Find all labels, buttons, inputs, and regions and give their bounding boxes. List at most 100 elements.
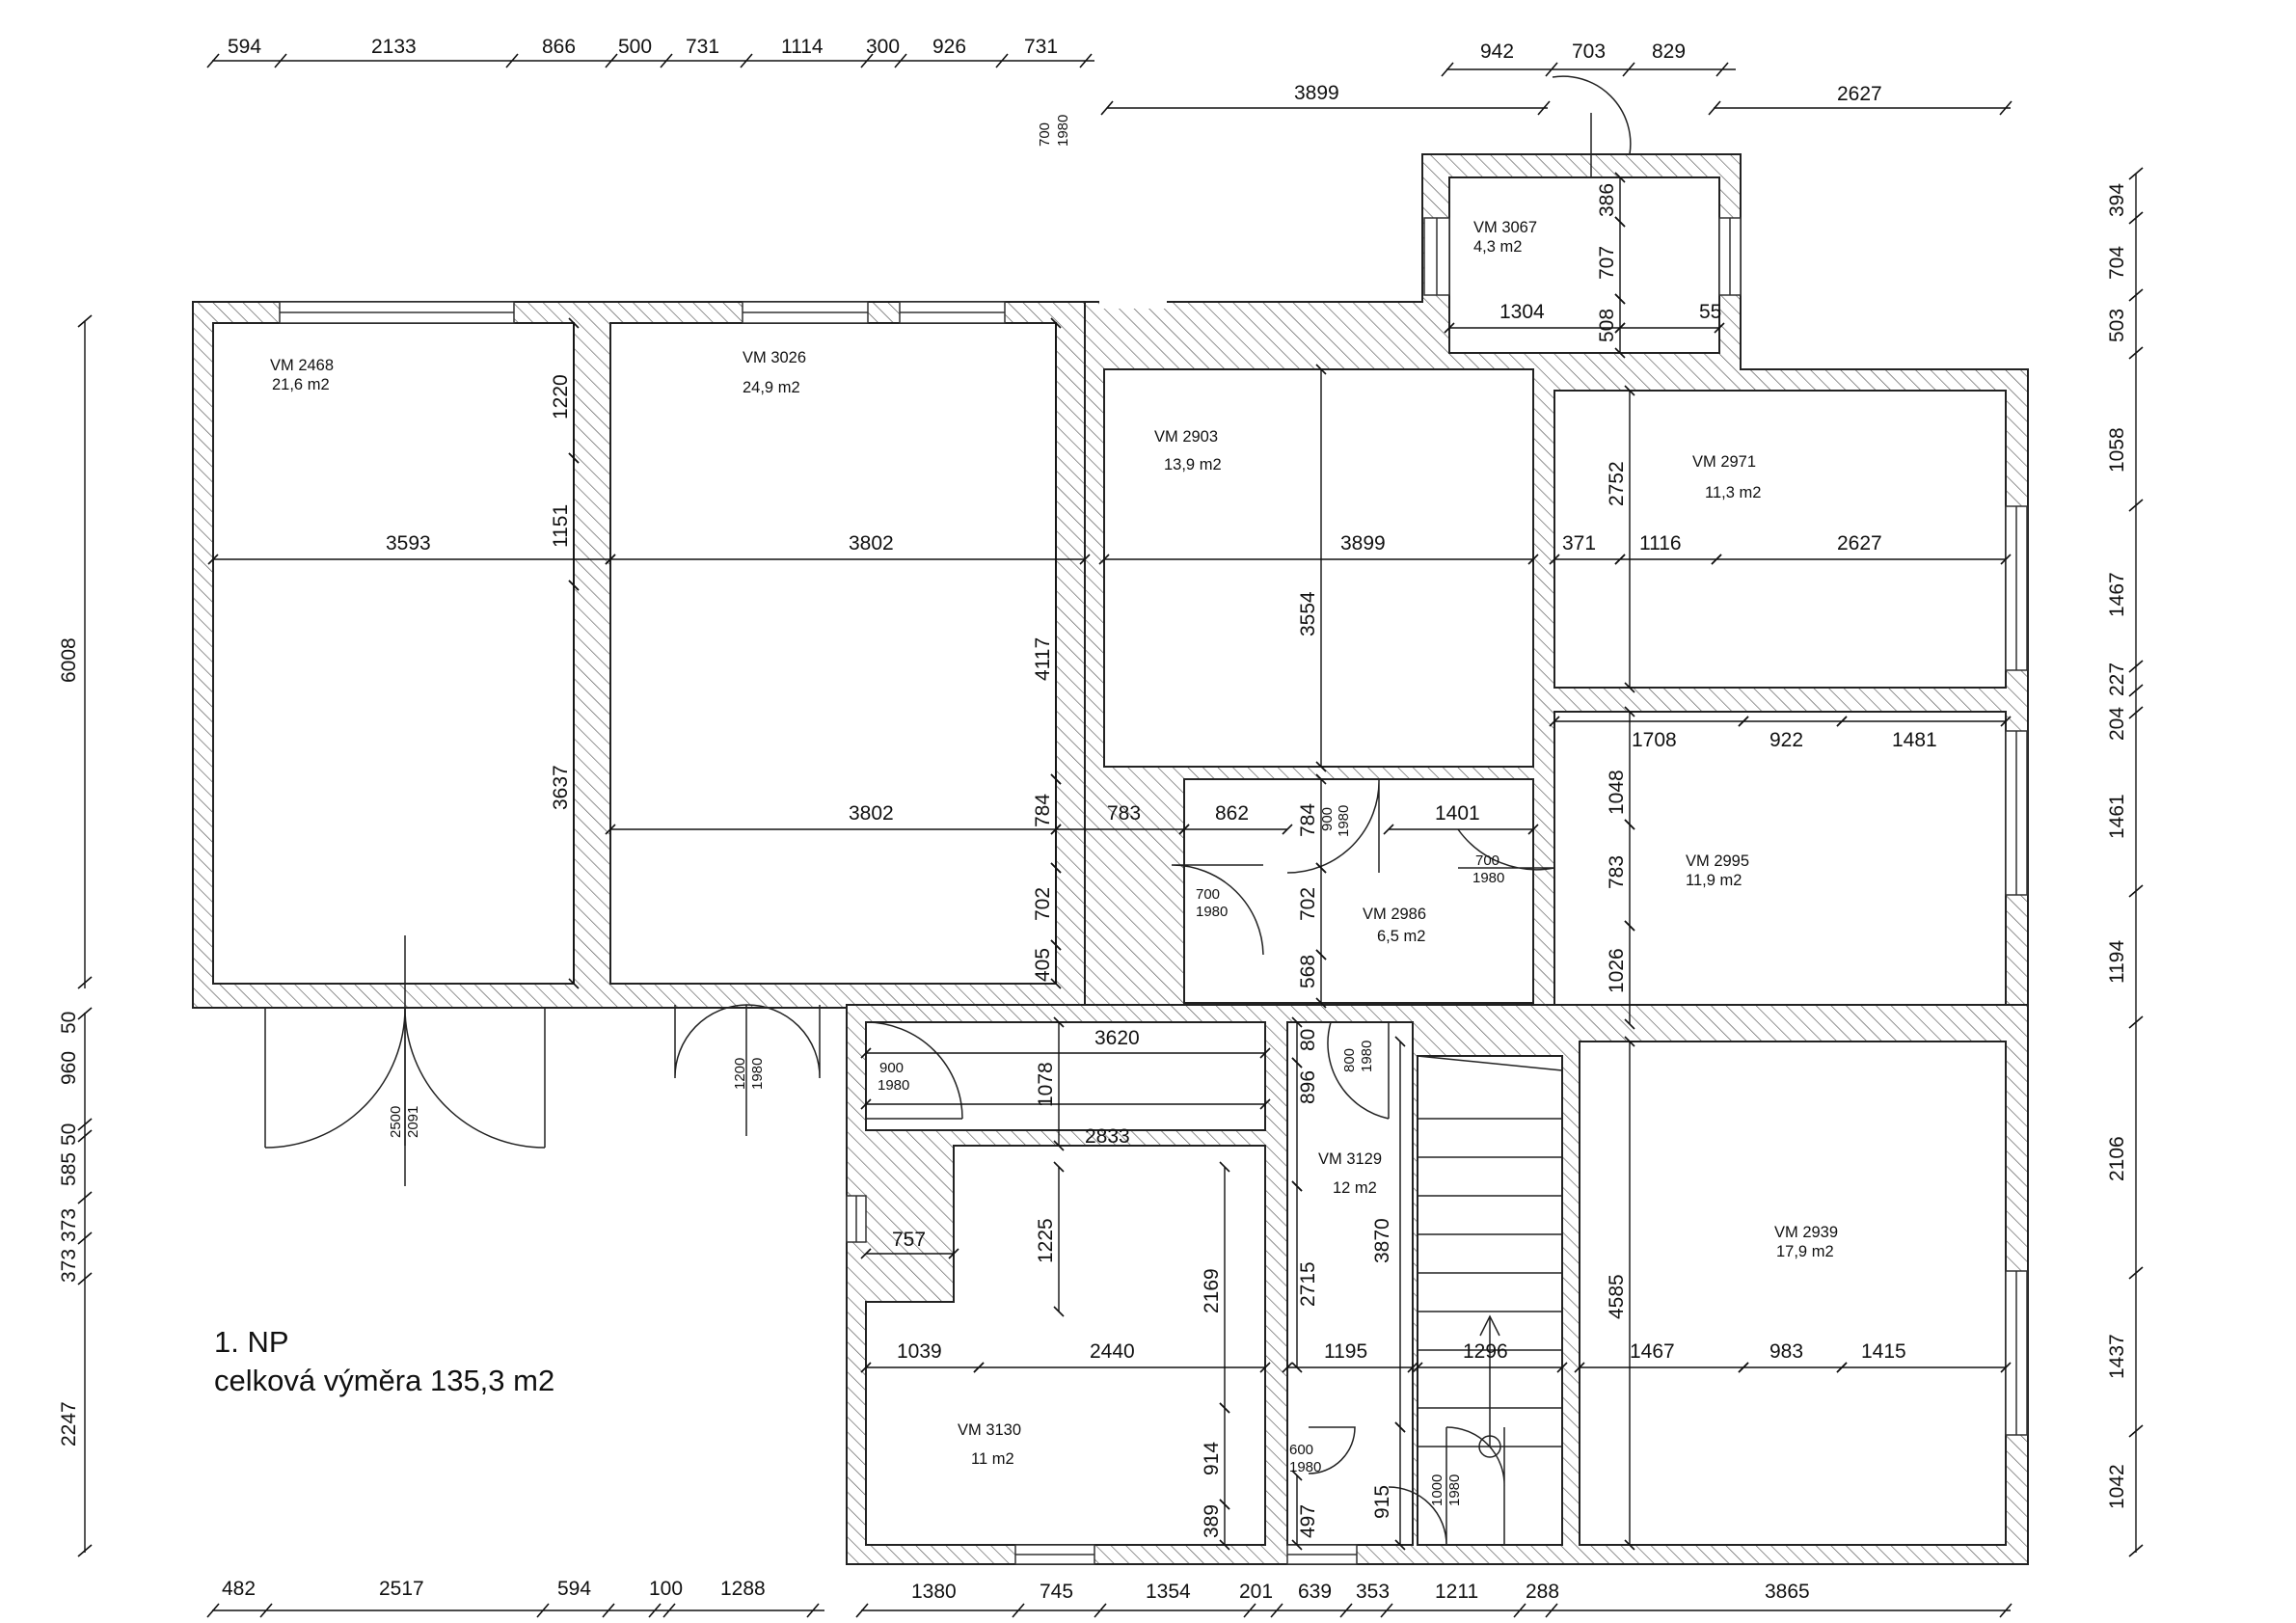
dimension-label: 922 [1769,729,1803,751]
dimension-label: 4585 [1606,1274,1628,1319]
dimension-label: 2247 [58,1401,80,1447]
dimension-label: 3802 [849,532,894,555]
room-area: 13,9 m2 [1164,456,1222,473]
room-id: VM 2903 [1154,428,1218,446]
dimension-label: 2169 [1201,1268,1223,1313]
dimension-label: 3593 [386,532,431,555]
dimension-label: 353 [1356,1581,1390,1603]
dimension-label: 862 [1215,802,1249,825]
room-id: VM 2986 [1363,906,1426,923]
dimension-label: 1467 [1630,1340,1675,1363]
dimension-label: 1116 [1639,532,1682,555]
dimension-label: 2517 [379,1578,424,1600]
floor-label: 1. NP [214,1325,289,1359]
door-height: 1980 [1336,805,1352,837]
door-swings [264,75,1632,1546]
dimension-label: 50 [58,1012,80,1034]
door-width: 800 [1341,1048,1358,1072]
room-area: 6,5 m2 [1377,928,1425,945]
dimension-label: 386 [1596,183,1618,217]
dimension-label: 1415 [1861,1340,1906,1363]
room-area: 21,6 m2 [272,376,330,393]
dimension-label: 1151 [550,504,572,548]
dimension-label: 1481 [1892,729,1937,751]
dimension-label: 926 [932,36,966,58]
dimension-label: 1039 [897,1340,942,1363]
dimension-label: 394 [2106,183,2128,217]
dimension-label: 6008 [58,637,80,683]
dimension-label: 2627 [1837,83,1882,105]
dimension-label: 1078 [1035,1062,1057,1107]
dimension-label: 500 [618,36,652,58]
door-height: 1980 [878,1077,909,1094]
dimension-label: 1437 [2106,1334,2128,1379]
dimension-label: 1194 [2106,940,2128,984]
dimension-label: 55 [1699,301,1721,323]
dimension-label: 1461 [2106,794,2128,839]
dimension-label: 702 [1032,887,1054,921]
dimension-label: 3620 [1094,1027,1140,1049]
exterior-dim-ticks [77,53,2144,1618]
room-area: 11 m2 [971,1450,1014,1468]
door-width: 700 [1037,122,1053,147]
interior-dimension-lines [207,172,2012,1551]
dimension-label: 783 [1107,802,1141,825]
stair-start-circle [1478,1435,1501,1458]
left-dimension-labels: 6008 50 960 50 585 373 373 2247 [58,637,80,1447]
dimension-label: 784 [1297,803,1319,837]
dimension-label: 497 [1297,1504,1319,1538]
dimension-label: 300 [866,36,900,58]
dimension-label: 1225 [1035,1218,1057,1263]
dimension-label: 1354 [1146,1581,1191,1603]
dimension-label: 3899 [1294,82,1339,104]
total-area-label: celková výměra 135,3 m2 [214,1364,554,1397]
dimension-label: 2627 [1837,532,1882,555]
dimension-label: 783 [1606,855,1628,889]
dimension-label: 1042 [2106,1464,2128,1509]
room-id: VM 3129 [1318,1150,1382,1168]
dimension-label: 3865 [1765,1581,1810,1603]
dimension-label: 3554 [1297,591,1319,636]
dimension-label: 757 [892,1229,926,1251]
room-area: 11,3 m2 [1705,484,1761,501]
dimension-label: 915 [1371,1485,1393,1519]
door-height: 1980 [1289,1459,1321,1475]
door-width: 900 [1319,807,1336,831]
dimension-label: 707 [1596,246,1618,280]
dimension-label: 914 [1201,1442,1223,1475]
room-area: 17,9 m2 [1776,1243,1834,1260]
staircase [1417,1055,1563,1458]
dimension-label: 731 [686,36,719,58]
dimension-label: 1058 [2106,427,2128,473]
dimension-label: 745 [1040,1581,1073,1603]
dimension-label: 201 [1239,1581,1273,1603]
dimension-label: 482 [222,1578,256,1600]
dimension-label: 4117 [1032,637,1054,681]
room-area: 24,9 m2 [743,379,800,396]
dimension-label: 1048 [1606,770,1628,815]
dimension-label: 594 [557,1578,591,1600]
room-id: VM 2939 [1774,1224,1838,1241]
dimension-label: 1220 [550,374,572,419]
dimension-label: 371 [1562,532,1596,555]
dimension-label: 1114 [781,36,824,58]
room-id: VM 3026 [743,349,806,366]
door-height: 1980 [1446,1474,1463,1506]
dimension-label: 503 [2106,309,2128,342]
dimension-label: 3899 [1340,532,1386,555]
dimension-label: 1026 [1606,948,1628,993]
room-id: VM 2971 [1692,453,1756,471]
room-id: VM 3130 [958,1421,1021,1439]
right-dimension-labels: 394 704 503 1058 1467 227 204 1461 1194 … [2106,183,2128,1509]
dimension-label: 2106 [2106,1136,2128,1181]
exterior-dimension-lines [84,60,2137,1611]
dimension-label: 704 [2106,246,2128,280]
dimension-label: 405 [1032,948,1054,982]
windows [279,217,2028,1565]
dimension-label: 568 [1297,955,1319,988]
door-width: 900 [879,1060,904,1076]
door-labels: 700 1980 700 1980 700 1980 900 1980 900 … [388,115,1504,1506]
dimension-label: 702 [1297,887,1319,921]
dimension-label: 1380 [911,1581,957,1603]
